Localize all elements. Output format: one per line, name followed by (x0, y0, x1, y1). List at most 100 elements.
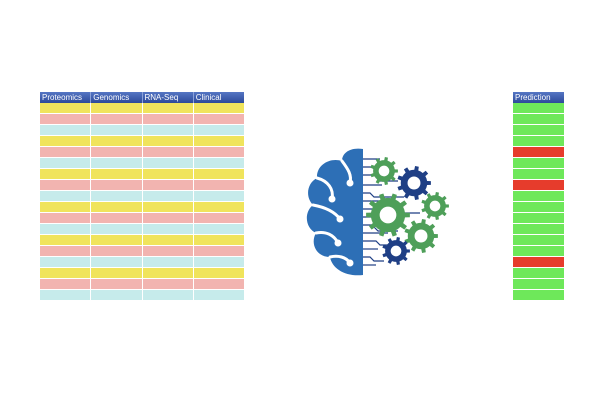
gear-hole (378, 165, 390, 177)
input-table-cell (142, 125, 194, 135)
input-table-cell (193, 202, 244, 212)
input-table-cell (142, 224, 194, 234)
column-header-rna-seq: RNA-Seq (143, 92, 194, 103)
gear-hole (407, 176, 421, 190)
input-table-cell (91, 213, 143, 223)
input-table-row (40, 268, 244, 279)
prediction-row-positive (513, 103, 564, 114)
input-table-cell (193, 290, 244, 300)
gear-hole (379, 206, 397, 224)
prediction-row-positive (513, 268, 564, 279)
gear-hole (414, 229, 428, 243)
input-table-cell (91, 202, 143, 212)
input-table-cell (193, 103, 244, 113)
brain-gears-icon (300, 145, 460, 280)
input-table-cell (193, 213, 244, 223)
circuit-lines (363, 158, 420, 266)
input-table-cell (91, 114, 143, 124)
input-table-row (40, 147, 244, 158)
input-table-cell (91, 169, 143, 179)
input-table-cell (40, 147, 92, 157)
brain-icon (306, 148, 363, 276)
input-table-row (40, 180, 244, 191)
prediction-row-positive (513, 169, 564, 180)
input-table-row (40, 279, 244, 290)
input-table-cell (142, 147, 194, 157)
prediction-row-positive (513, 202, 564, 213)
prediction-row-positive (513, 246, 564, 257)
gear-cluster (366, 157, 449, 265)
input-table-cell (91, 103, 143, 113)
prediction-row-positive (513, 224, 564, 235)
brain-gears-svg (306, 148, 449, 276)
input-table-cell (193, 246, 244, 256)
input-table-cell (40, 290, 92, 300)
input-table-cell (142, 114, 194, 124)
input-table-cell (91, 257, 143, 267)
input-table-cell (91, 279, 143, 289)
input-table-cell (40, 180, 92, 190)
input-data-table: Proteomics Genomics RNA-Seq Clinical (40, 92, 244, 301)
input-table-cell (40, 114, 92, 124)
input-table-cell (142, 169, 194, 179)
input-table-row (40, 235, 244, 246)
column-header-prediction: Prediction (515, 93, 551, 102)
input-table-row (40, 158, 244, 169)
input-table-cell (193, 191, 244, 201)
prediction-table-body (513, 103, 564, 301)
prediction-table-header: Prediction (513, 92, 564, 103)
input-table-row (40, 290, 244, 301)
input-table-row (40, 213, 244, 224)
prediction-row-positive (513, 136, 564, 147)
input-table-cell (193, 279, 244, 289)
input-table-cell (40, 103, 92, 113)
input-table-cell (193, 224, 244, 234)
input-table-header: Proteomics Genomics RNA-Seq Clinical (40, 92, 244, 103)
input-table-row (40, 103, 244, 114)
input-table-cell (142, 136, 194, 146)
input-table-cell (142, 268, 194, 278)
prediction-row-positive (513, 125, 564, 136)
input-table-cell (142, 235, 194, 245)
input-table-cell (193, 268, 244, 278)
input-table-cell (193, 257, 244, 267)
prediction-row-negative (513, 180, 564, 191)
input-table-cell (40, 125, 92, 135)
input-table-row (40, 246, 244, 257)
input-table-cell (142, 279, 194, 289)
column-header-proteomics: Proteomics (40, 92, 92, 103)
input-table-row (40, 224, 244, 235)
input-table-cell (91, 235, 143, 245)
prediction-row-negative (513, 147, 564, 158)
input-table-cell (40, 136, 92, 146)
input-table-cell (40, 169, 92, 179)
input-table-cell (142, 290, 194, 300)
gear-hole (429, 200, 441, 212)
prediction-row-positive (513, 158, 564, 169)
input-table-cell (40, 257, 92, 267)
input-table-row (40, 114, 244, 125)
input-table-row (40, 125, 244, 136)
input-table-cell (193, 169, 244, 179)
input-table-cell (193, 114, 244, 124)
input-table-cell (40, 279, 92, 289)
input-table-row (40, 202, 244, 213)
input-table-cell (91, 290, 143, 300)
input-table-cell (40, 191, 92, 201)
input-table-cell (193, 180, 244, 190)
input-table-cell (91, 191, 143, 201)
input-table-cell (91, 125, 143, 135)
prediction-row-positive (513, 114, 564, 125)
input-table-cell (40, 268, 92, 278)
input-table-cell (142, 202, 194, 212)
input-table-cell (142, 246, 194, 256)
input-table-body (40, 103, 244, 301)
input-table-cell (193, 235, 244, 245)
prediction-table: Prediction (513, 92, 564, 301)
input-table-cell (91, 224, 143, 234)
input-table-cell (193, 147, 244, 157)
column-header-genomics: Genomics (91, 92, 143, 103)
prediction-row-negative (513, 257, 564, 268)
input-table-cell (91, 136, 143, 146)
column-header-clinical: Clinical (195, 93, 222, 102)
